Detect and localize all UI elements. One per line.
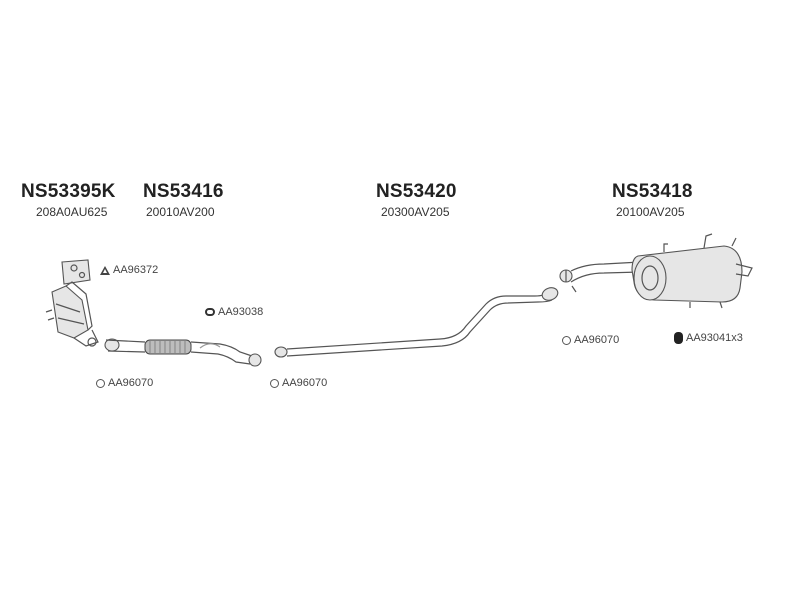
accessory-aa96070-front: AA96070: [96, 377, 153, 389]
accessory-aa96070-rear: AA96070: [562, 334, 619, 346]
accessory-label: AA96070: [282, 377, 328, 389]
middle-pipe-drawing: [274, 287, 559, 358]
rear-muffler-drawing: [559, 233, 753, 309]
accessory-label: AA96070: [108, 377, 154, 389]
gasket-triangle-icon: [100, 265, 110, 275]
ring-gasket-icon: [270, 378, 279, 388]
accessory-aa96070-middle: AA96070: [270, 377, 327, 389]
accessory-aa93041: AA93041x3: [674, 332, 743, 344]
catalyst-drawing: [45, 259, 99, 347]
part-oem-middle-pipe: 20300AV205: [381, 205, 450, 219]
rubber-mount-icon: [674, 332, 683, 344]
ring-gasket-icon: [96, 378, 105, 388]
accessory-label: AA93038: [218, 306, 264, 318]
accessory-label: AA96070: [574, 334, 620, 346]
part-oem-catalyst: 208A0AU625: [36, 205, 108, 219]
accessory-label: AA96372: [113, 264, 159, 276]
part-code-middle-pipe: NS53420: [376, 181, 457, 202]
accessory-aa93038: AA93038: [205, 306, 263, 318]
ring-gasket-icon: [562, 335, 571, 345]
clamp-icon: [205, 308, 215, 316]
part-code-front-pipe: NS53416: [143, 181, 224, 202]
accessory-aa96372: AA96372: [100, 264, 158, 276]
part-code-rear-muffler: NS53418: [612, 181, 693, 202]
accessory-label: AA93041x3: [686, 332, 743, 344]
part-code-catalyst: NS53395K: [21, 181, 116, 202]
part-oem-rear-muffler: 20100AV205: [616, 205, 685, 219]
front-pipe-drawing: [104, 338, 262, 367]
part-oem-front-pipe: 20010AV200: [146, 205, 215, 219]
